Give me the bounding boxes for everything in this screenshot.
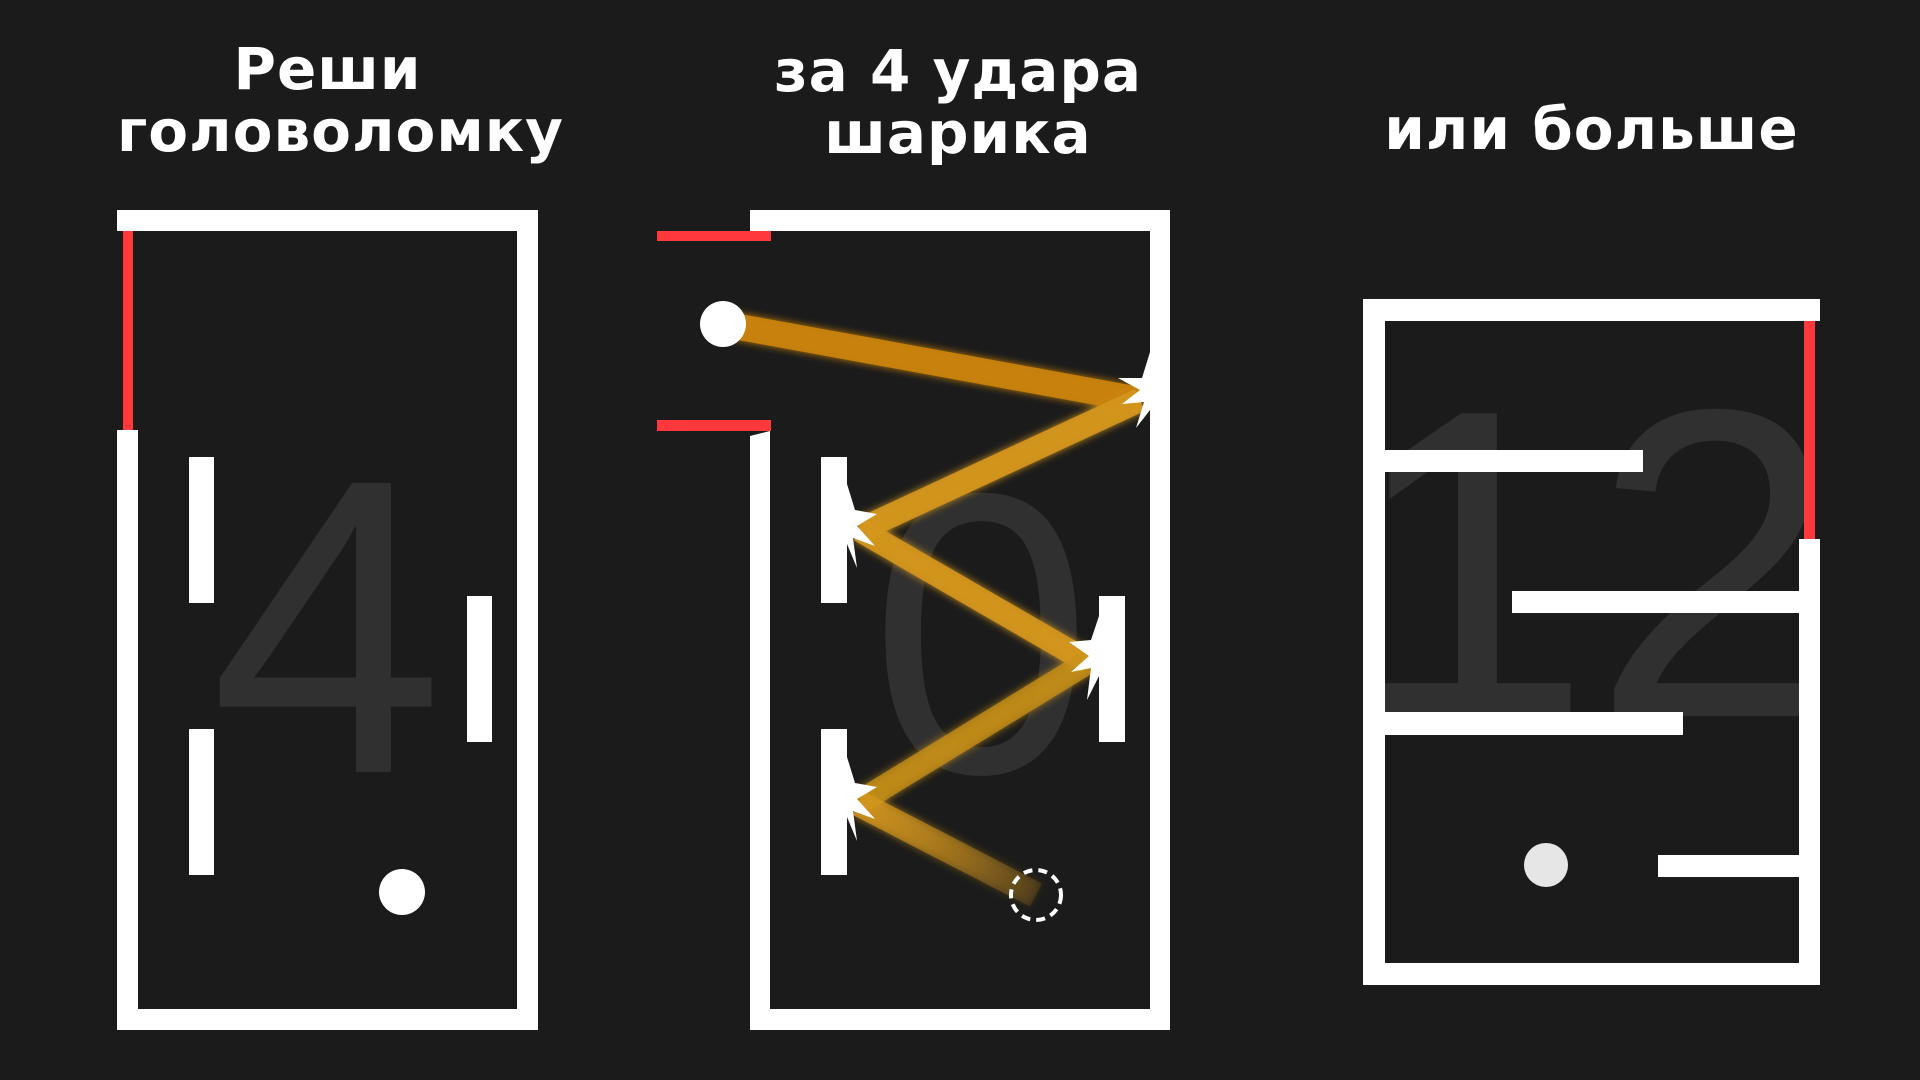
ball[interactable] — [1524, 843, 1568, 887]
panel-puzzle-solution[interactable]: 0 — [657, 210, 1170, 1030]
obstacle-bar — [189, 457, 214, 603]
shelf-wall — [1385, 712, 1683, 735]
ball[interactable] — [379, 869, 425, 915]
ghost-ball-target — [1009, 868, 1063, 922]
exit-gate-top — [657, 231, 771, 241]
caption-line: Реши — [233, 35, 422, 103]
exit-gate — [123, 231, 133, 430]
ball[interactable] — [700, 301, 746, 347]
move-counter-digit: 4 — [210, 393, 444, 862]
caption-line: или больше — [1384, 95, 1799, 163]
wall-bottom — [750, 1009, 1170, 1030]
panel-puzzle-12[interactable]: 12 — [1347, 299, 1837, 985]
caption-solve-puzzle: Реши головоломку — [117, 35, 564, 165]
wall-left — [1363, 299, 1385, 985]
obstacle-bar — [467, 596, 492, 742]
panel-puzzle-4[interactable]: 4 — [117, 210, 538, 1030]
wall-right — [1799, 539, 1820, 985]
bounce-spark-icon — [1069, 616, 1099, 700]
wall-bottom — [1363, 963, 1820, 985]
caption-line: шарика — [824, 99, 1092, 167]
obstacle-bar — [821, 457, 847, 603]
shelf-wall — [1385, 450, 1643, 472]
wall-top — [1363, 299, 1820, 321]
ball-trajectory — [720, 311, 1146, 907]
wall-left — [750, 431, 770, 1030]
wall-top — [117, 210, 538, 231]
bounce-spark-icon — [847, 757, 877, 841]
caption-line: головоломку — [117, 97, 564, 165]
bounce-spark-icon — [1118, 352, 1154, 436]
obstacle-bar — [1099, 596, 1125, 742]
exit-gate-bottom — [657, 420, 771, 431]
caption-four-hits: за 4 удара шарика — [746, 40, 1170, 164]
wall-right — [517, 210, 538, 1030]
shelf-wall — [1512, 591, 1799, 613]
obstacle-bar — [821, 729, 847, 875]
obstacle-bar — [189, 729, 214, 875]
shelf-wall — [1658, 855, 1799, 877]
caption-line: за 4 удара — [773, 37, 1143, 105]
wall-top — [750, 210, 1170, 231]
wall-bottom — [117, 1009, 538, 1030]
wall-left — [117, 430, 138, 1030]
wall-right — [1150, 210, 1170, 1030]
caption-or-more: или больше — [1363, 98, 1820, 160]
move-counter-digit: 12 — [1347, 319, 1836, 810]
bounce-spark-icon — [847, 484, 877, 568]
exit-gate — [1804, 321, 1815, 539]
